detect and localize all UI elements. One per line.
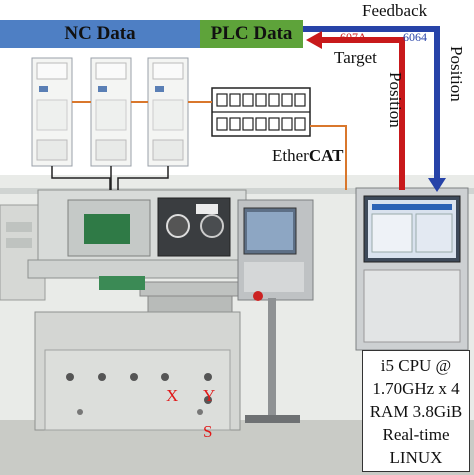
code-6064-label: 6064 bbox=[403, 30, 427, 44]
position-label-vertical-left: Position bbox=[386, 72, 405, 128]
cpu-line-1: i5 CPU @ bbox=[380, 355, 452, 375]
ethercat-label-suffix: CAT bbox=[308, 146, 344, 165]
cpu-spec-box: i5 CPU @ 1.70GHz x 4 RAM 3.8GiB Real-tim… bbox=[362, 350, 470, 472]
plc-data-bar: PLC Data bbox=[200, 20, 303, 48]
axis-marker-s: S bbox=[203, 422, 213, 441]
cpu-line-4: Real-time bbox=[382, 424, 450, 444]
drive-cables bbox=[51, 166, 169, 190]
ethercat-wiring bbox=[72, 101, 347, 190]
cpu-line-3: RAM 3.8GiB bbox=[369, 401, 463, 421]
cpu-line-2: 1.70GHz x 4 bbox=[372, 378, 460, 398]
feedback-label: Feedback bbox=[362, 1, 428, 20]
servo-drive-1 bbox=[31, 57, 73, 167]
target-arrow bbox=[306, 31, 405, 190]
io-board bbox=[84, 214, 130, 244]
nc-data-label: NC Data bbox=[64, 23, 136, 44]
code-607a-label: 607A bbox=[340, 30, 367, 44]
cpu-line-5: LINUX bbox=[389, 447, 443, 467]
ethercat-label: EtherCAT bbox=[272, 146, 343, 166]
plc-data-label: PLC Data bbox=[210, 23, 293, 44]
axis-marker-y: Y bbox=[203, 386, 216, 405]
terminal-board bbox=[99, 276, 145, 290]
target-label: Target bbox=[334, 48, 377, 67]
servo-drive-3 bbox=[147, 57, 189, 167]
servo-drive-2 bbox=[90, 57, 132, 167]
ethercat-terminal-block bbox=[211, 87, 311, 137]
feedback-arrow bbox=[303, 26, 446, 192]
ethercat-label-prefix: Ether bbox=[272, 146, 309, 165]
cnc-keypad bbox=[363, 269, 461, 343]
nc-data-bar: NC Data bbox=[0, 20, 200, 48]
axis-marker-x: X bbox=[166, 386, 179, 405]
position-label-vertical-right: Position bbox=[447, 46, 466, 102]
